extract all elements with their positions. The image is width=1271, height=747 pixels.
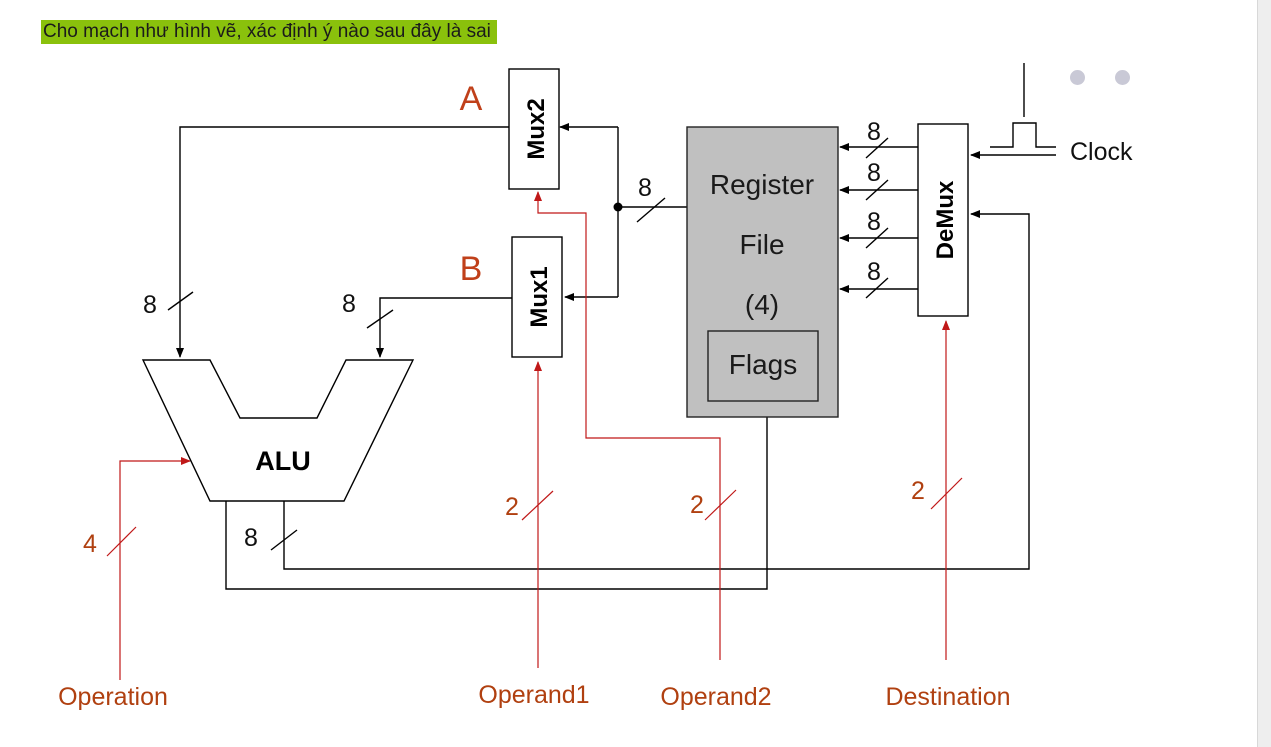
control-width-slashes	[106, 477, 963, 557]
bus-width-label: 8	[867, 118, 881, 146]
destination-width-label: 2	[911, 477, 925, 505]
operand2-width-label: 2	[690, 491, 704, 519]
mux2-block	[508, 68, 560, 190]
register-file-text-3: (4)	[745, 289, 779, 320]
pager-dot-2[interactable]	[1115, 70, 1130, 85]
bus-width-label: 8	[143, 291, 157, 319]
control-lines	[119, 191, 950, 680]
bus-width-label: 8	[342, 290, 356, 318]
bus-width-label: 8	[244, 524, 258, 552]
register-file-text-2: File	[739, 229, 784, 260]
bus-width-label: 8	[867, 208, 881, 236]
operand2-label: Operand2	[660, 683, 771, 711]
flags-text: Flags	[729, 349, 797, 380]
data-bus-wires	[176, 63, 1056, 590]
scrollbar[interactable]	[1257, 0, 1271, 747]
bus-width-label: 8	[867, 258, 881, 286]
mux2-text: Mux2	[523, 98, 550, 159]
flags-block	[707, 330, 819, 402]
operand1-label: Operand1	[478, 681, 589, 709]
alu-text: ALU	[255, 446, 311, 476]
bus-width-label: 8	[867, 159, 881, 187]
input-a-label: A	[460, 80, 483, 118]
demux-text: DeMux	[932, 180, 959, 259]
clock-label: Clock	[1070, 138, 1133, 166]
bus-width-slashes	[167, 137, 889, 551]
bus-junction	[613, 202, 623, 212]
register-file-text-1: Register	[710, 169, 814, 200]
operation-width-label: 4	[83, 530, 97, 558]
question-text: Cho mạch như hình vẽ, xác định ý nào sau…	[41, 20, 497, 44]
mux1-block	[511, 236, 563, 358]
alu-block	[141, 359, 415, 502]
bus-width-label: 8	[638, 174, 652, 202]
pager-dot-1[interactable]	[1070, 70, 1085, 85]
mux1-text: Mux1	[526, 266, 553, 327]
demux-block	[917, 123, 969, 317]
input-b-label: B	[460, 250, 483, 288]
destination-label: Destination	[885, 683, 1010, 711]
operand1-width-label: 2	[505, 493, 519, 521]
operation-label: Operation	[58, 683, 168, 711]
